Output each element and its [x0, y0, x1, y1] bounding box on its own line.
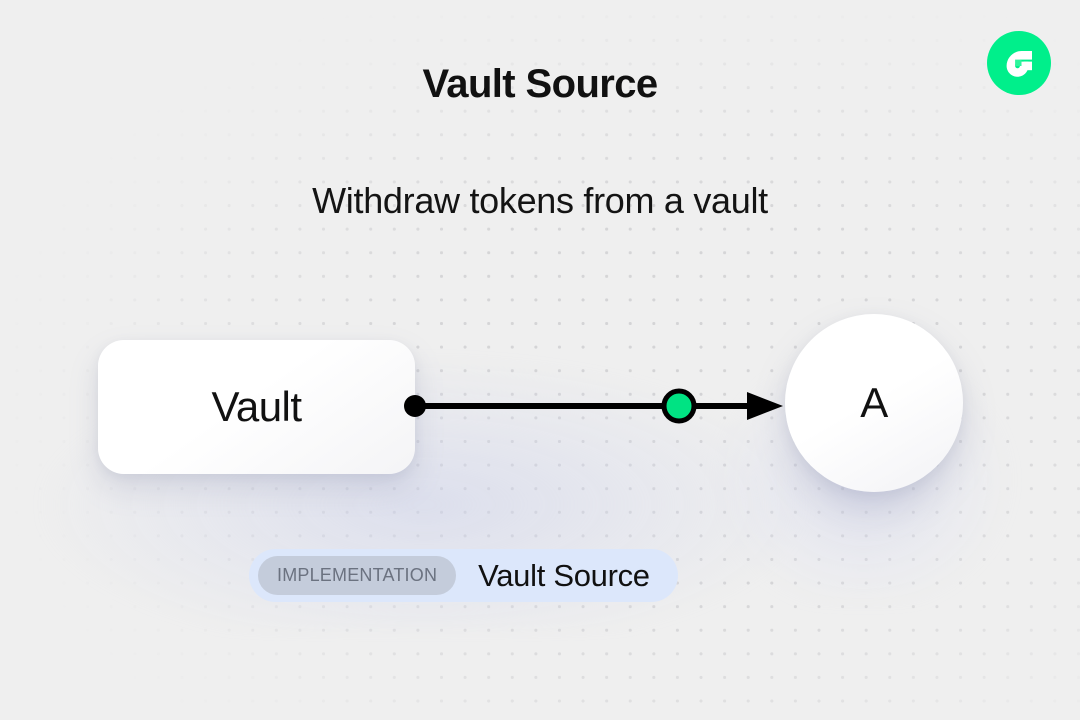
flow-logo-icon: [987, 31, 1051, 95]
node-a-label: A: [860, 379, 888, 426]
arrowhead-icon: [747, 392, 783, 420]
edge-midpoint-dot[interactable]: [661, 388, 697, 424]
implementation-tag-chip: IMPLEMENTATION: [258, 556, 457, 595]
node-vault-label: Vault: [211, 383, 302, 430]
node-vault[interactable]: Vault: [98, 340, 415, 474]
page-subtitle: Withdraw tokens from a vault: [312, 180, 768, 221]
implementation-badge[interactable]: IMPLEMENTATION Vault Source: [249, 549, 678, 602]
implementation-tag-label: IMPLEMENTATION: [277, 565, 438, 585]
page-title: Vault Source: [422, 62, 658, 106]
implementation-name-label: Vault Source: [478, 557, 650, 593]
node-a[interactable]: A: [785, 314, 963, 492]
